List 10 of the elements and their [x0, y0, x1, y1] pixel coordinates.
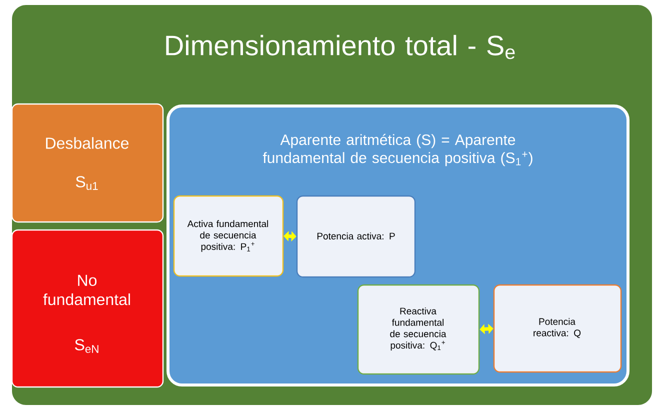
- double-arrow: [284, 231, 296, 242]
- box-heading: Aparente aritmética (S) = Aparente fundamental de secuencia positiva (S$_{1}$$^{+}$): [262, 134, 532, 166]
- box-text: Potencia reactiva: Q: [534, 318, 581, 338]
- double-arrow: [480, 324, 494, 334]
- symbol-label: S$_{eN}$: [74, 339, 98, 353]
- box-heading: No fundamental: [43, 274, 130, 306]
- title: Dimensionamiento total - S$_{e}$: [166, 34, 515, 60]
- box-text: Potencia activa: P: [317, 232, 395, 240]
- symbol-label: S$_{u1}$: [76, 176, 98, 190]
- box-heading: Desbalance: [46, 137, 129, 149]
